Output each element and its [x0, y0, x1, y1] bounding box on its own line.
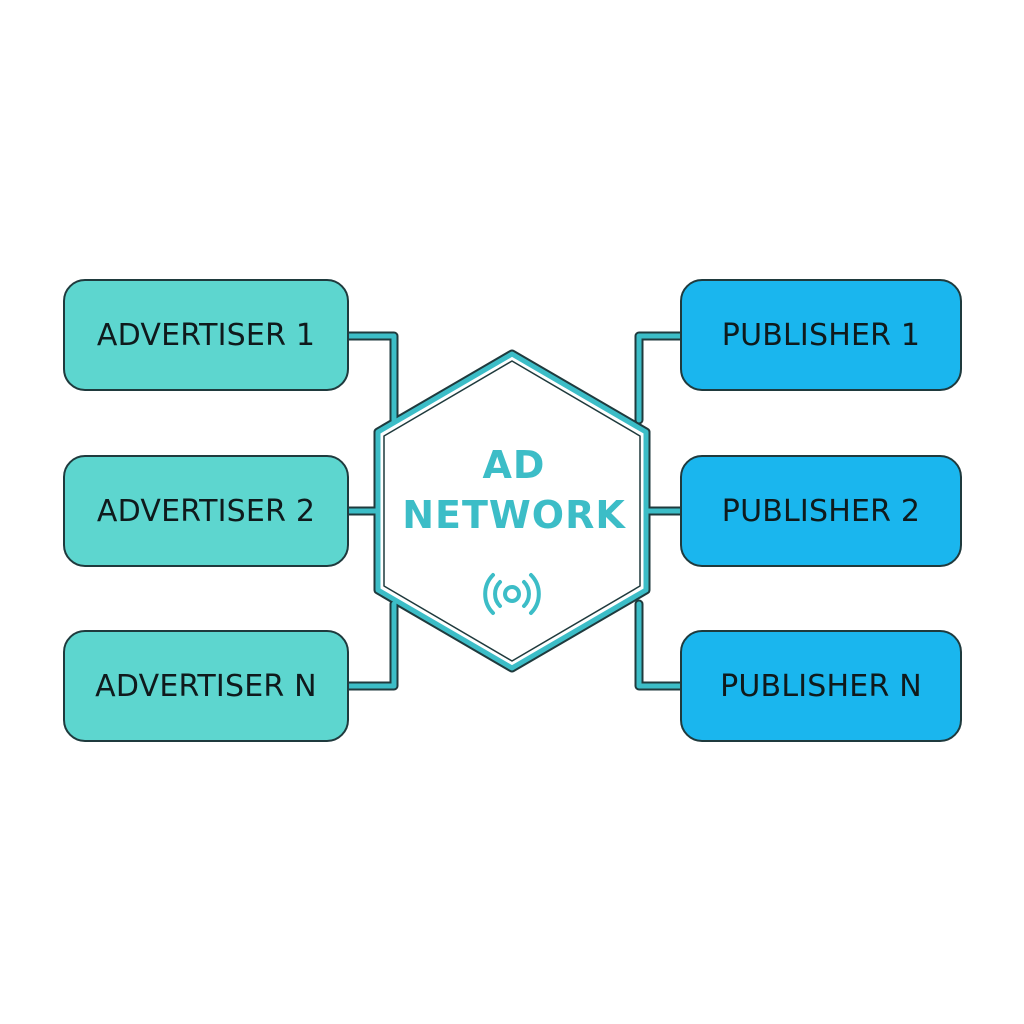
- connector-publisher-n-outline: [634, 599, 685, 691]
- publisher-2-box[interactable]: PUBLISHER 2: [680, 455, 962, 567]
- advertiser-n-label: ADVERTISER N: [95, 668, 317, 704]
- hub-hexagon-inner-edge: [383, 360, 641, 662]
- connector-advertiser-1: [346, 333, 397, 423]
- connector-publisher-n: [636, 601, 683, 689]
- connector-advertiser-1-outline: [344, 331, 399, 425]
- publisher-1-label: PUBLISHER 1: [721, 317, 921, 353]
- advertiser-1-box[interactable]: ADVERTISER 1: [63, 279, 349, 391]
- connector-advertiser-n: [346, 601, 397, 689]
- publisher-1-box[interactable]: PUBLISHER 1: [680, 279, 962, 391]
- advertiser-n-box[interactable]: ADVERTISER N: [63, 630, 349, 742]
- connector-advertiser-n-outline: [344, 599, 399, 691]
- hub-hexagon: [375, 351, 649, 671]
- hub-title-line-2: NETWORK: [402, 493, 626, 537]
- connector-publisher-1: [636, 333, 683, 423]
- publisher-n-label: PUBLISHER N: [720, 668, 922, 704]
- publisher-2-label: PUBLISHER 2: [721, 493, 921, 529]
- advertiser-1-label: ADVERTISER 1: [96, 317, 316, 353]
- hub-title-line-1: AD: [482, 443, 546, 487]
- advertiser-2-box[interactable]: ADVERTISER 2: [63, 455, 349, 567]
- advertiser-2-label: ADVERTISER 2: [96, 493, 316, 529]
- publisher-n-box[interactable]: PUBLISHER N: [680, 630, 962, 742]
- connector-publisher-1-outline: [634, 331, 685, 425]
- broadcast-signal-icon: [483, 573, 541, 615]
- hub-title: AD NETWORK: [394, 440, 634, 540]
